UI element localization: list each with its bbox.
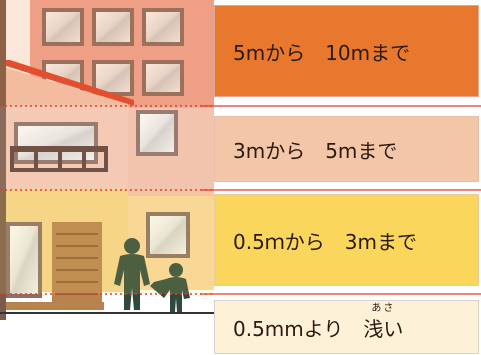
shallow-word: 浅い bbox=[363, 316, 404, 341]
house-illustration bbox=[0, 0, 134, 320]
shallow-reading: あさ bbox=[371, 302, 396, 314]
band-overlay-10m bbox=[0, 0, 214, 106]
legend-label-3m: 0.5ｍから 3mまで bbox=[233, 229, 418, 254]
legend-band-05-to-3m: 0.5ｍから 3mまで bbox=[214, 194, 479, 286]
garage-slats bbox=[56, 233, 98, 295]
band-overlay-3m bbox=[0, 190, 214, 294]
legend-label-10m: 5mから 10mまで bbox=[233, 40, 411, 65]
legend-label-5m: 3mから 5mまで bbox=[233, 138, 398, 163]
depth-dotted-lines bbox=[0, 105, 214, 295]
legend-band-3-to-5m: 3mから 5mまで bbox=[214, 116, 479, 182]
legend-band-5-to-10m: 5mから 10mまで bbox=[214, 5, 479, 97]
shallow-word-with-reading: あさ 浅い bbox=[363, 303, 404, 342]
apartment-building bbox=[30, 0, 214, 290]
band-overlay-5m bbox=[0, 106, 214, 190]
ground-line bbox=[0, 312, 214, 314]
legend-connector-lines bbox=[200, 105, 481, 295]
legend-label-05-prefix: 0.5mmより bbox=[233, 316, 364, 341]
legend-band-shallow: 0.5mmより あさ 浅い bbox=[214, 300, 479, 354]
